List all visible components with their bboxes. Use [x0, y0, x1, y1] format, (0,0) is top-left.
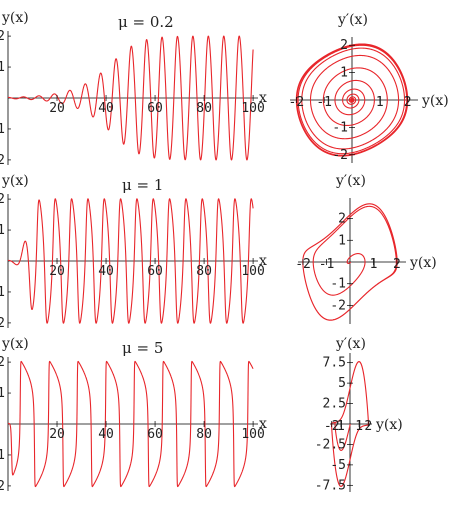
y-tick-label: -1: [332, 120, 348, 135]
y-tick-label: -2.5: [315, 437, 346, 452]
series-line: [7, 360, 254, 488]
x-axis-label: x: [259, 90, 267, 106]
x-tick-label: 1: [355, 419, 363, 434]
x-tick-label: 1: [376, 95, 384, 110]
y-tick-label: 2.5: [323, 397, 346, 412]
x-tick-label: 20: [49, 101, 65, 116]
y-tick-label: 2: [340, 38, 348, 53]
y-tick-label: -2: [0, 479, 5, 494]
x-axis-label: x: [259, 253, 267, 269]
y-tick-label: 1: [0, 223, 5, 238]
time-series-mu-5: μ = 5 20 40 60 80 100 -2 -1 1 2 y(x) x: [0, 336, 267, 494]
time-series-mu-0.2: μ = 0.2 20 40 60 80 100 -2 -1 1 2 y(x) x: [0, 10, 267, 168]
time-series-mu-1: μ = 1 20 40 60 80 100 -2 -1 1 2 y(x) x: [0, 173, 267, 331]
x-axis-label: y(x): [421, 93, 449, 109]
y-tick-label: 2: [0, 355, 5, 370]
x-tick-label: 100: [241, 101, 264, 116]
y-axis-label: y(x): [1, 336, 29, 352]
y-tick-label: 2: [338, 212, 346, 227]
x-tick-label: 20: [49, 264, 65, 279]
y-tick-label: 1: [0, 386, 5, 401]
series-line: [7, 198, 254, 324]
panel-title: μ = 5: [122, 339, 163, 357]
x-tick-label: 2: [364, 419, 372, 434]
x-tick-label: 60: [147, 264, 163, 279]
y-axis-label: y′(x): [337, 12, 368, 28]
x-tick-label: 60: [147, 101, 163, 116]
x-tick-label: 2: [404, 95, 412, 110]
y-axis-label: y′(x): [335, 173, 366, 189]
phase-portrait-mu-0.2: -2 -1 1 2 -2 -1 1 2 y′(x) y(x): [289, 12, 449, 163]
x-tick-label: 40: [98, 427, 114, 442]
x-tick-label: 20: [49, 427, 65, 442]
x-axis-label: x: [259, 416, 267, 432]
x-tick-label: 80: [196, 264, 212, 279]
y-tick-label: -1: [0, 448, 5, 463]
x-tick-label: 100: [241, 264, 264, 279]
y-tick-label: 1: [340, 66, 348, 81]
y-axis-label: y(x): [1, 173, 29, 189]
y-tick-label: -2: [332, 148, 348, 163]
y-tick-label: -7.5: [315, 478, 346, 493]
x-tick-label: -2: [324, 419, 340, 434]
x-axis-label: y(x): [375, 417, 403, 433]
x-tick-label: -1: [319, 257, 335, 272]
x-tick-label: 60: [147, 427, 163, 442]
x-tick-label: 100: [241, 427, 264, 442]
y-tick-label: -1: [0, 122, 5, 137]
y-tick-label: -1: [330, 277, 346, 292]
x-tick-label: -1: [316, 95, 332, 110]
y-tick-label: 5: [338, 376, 346, 391]
x-tick-label: 80: [196, 101, 212, 116]
y-tick-label: 1: [0, 60, 5, 75]
y-axis-label: y(x): [1, 10, 29, 26]
y-tick-label: -5: [330, 458, 346, 473]
y-tick-label: -2: [0, 316, 5, 331]
x-tick-label: 80: [196, 427, 212, 442]
phase-trajectory: [295, 43, 409, 157]
series-line: [7, 35, 254, 161]
x-tick-label: -2: [295, 257, 311, 272]
phase-trajectory: [330, 361, 370, 487]
phase-trajectory: [302, 203, 398, 321]
x-tick-label: 40: [98, 101, 114, 116]
x-tick-label: 1: [370, 257, 378, 272]
panel-title: μ = 1: [122, 176, 163, 194]
y-tick-label: 7.5: [323, 356, 346, 371]
y-tick-label: -2: [330, 298, 346, 313]
x-tick-label: 40: [98, 264, 114, 279]
y-axis-label: y′(x): [335, 336, 366, 352]
y-tick-label: -1: [0, 285, 5, 300]
y-tick-label: 1: [338, 233, 346, 248]
y-tick-label: 2: [0, 29, 5, 44]
x-axis-label: y(x): [409, 255, 437, 271]
x-tick-label: 1: [337, 419, 345, 434]
x-tick-label: -2: [289, 95, 305, 110]
y-tick-label: -2: [0, 153, 5, 168]
panel-title: μ = 0.2: [118, 13, 174, 31]
y-tick-label: 2: [0, 192, 5, 207]
x-tick-label: 2: [393, 257, 401, 272]
